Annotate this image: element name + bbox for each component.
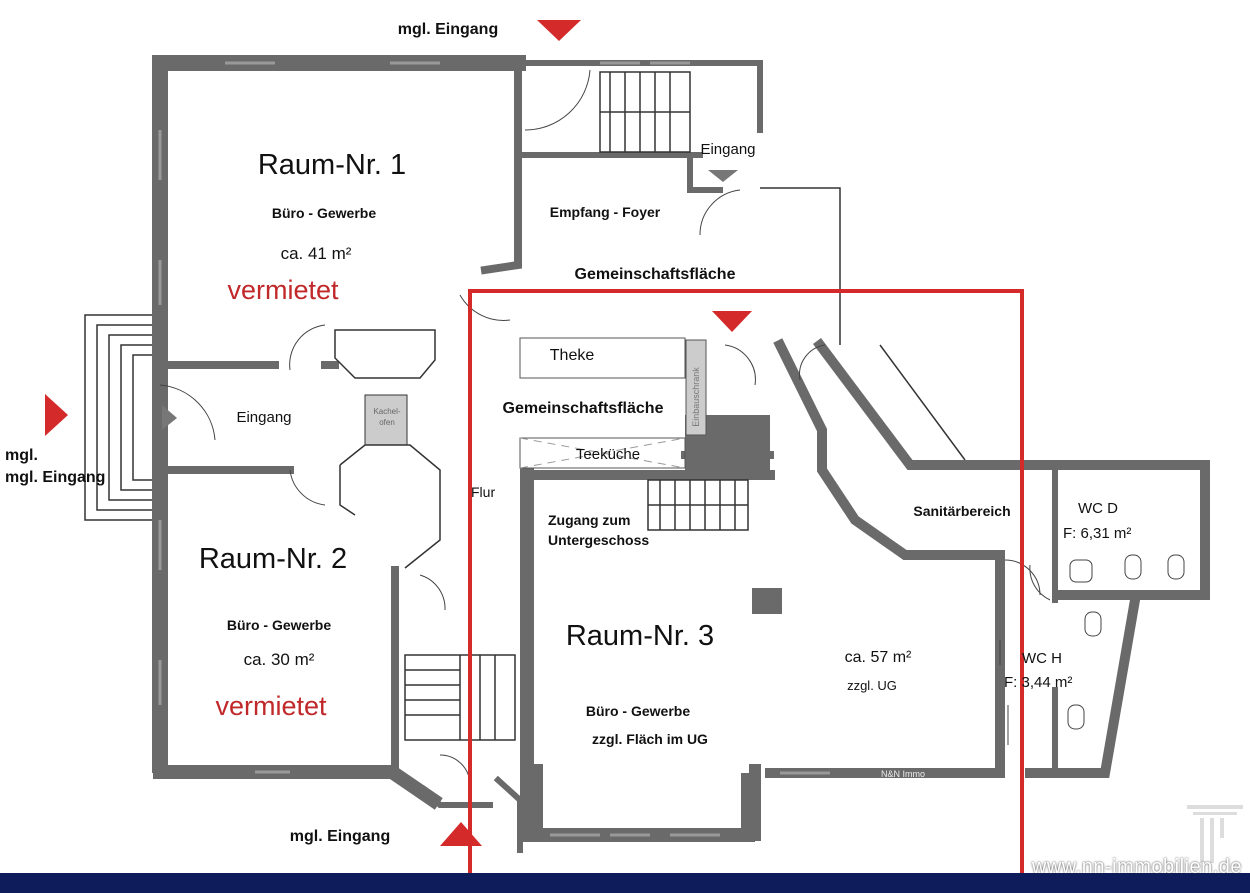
kachelofen [334, 329, 441, 569]
entrance-label-left-1: mgl. [5, 447, 38, 464]
raum3-use: Büro - Gewerbe [586, 703, 690, 719]
footer-bar [0, 873, 1250, 893]
entrance-arrow-inner [712, 311, 752, 332]
raum3-area-note: zzgl. UG [847, 678, 897, 693]
entry-marker-hall [162, 405, 177, 430]
entrance-arrow-left [45, 394, 68, 436]
hall-entry-label: Eingang [236, 409, 291, 426]
stair-entry-label: Eingang [700, 141, 755, 158]
entrance-label-bottom: mgl. Eingang [290, 828, 390, 845]
windows [158, 61, 830, 837]
entrance-label-top: mgl. Eingang [398, 21, 498, 38]
wc-h-area: F: 3,44 m² [1004, 674, 1072, 691]
zugang-label-2: Untergeschoss [548, 532, 649, 548]
wc-d-area: F: 6,31 m² [1063, 525, 1131, 542]
company-logo [1187, 805, 1243, 863]
raum1-use: Büro - Gewerbe [272, 205, 376, 221]
highlight-area-raum3 [468, 289, 1024, 893]
raum3-extra: zzgl. Fläch im UG [592, 731, 708, 747]
teekueche-label: Teeküche [576, 446, 640, 463]
website-url[interactable]: www.nn-immobilien.de [1031, 856, 1242, 878]
entrance-arrow-bottom [440, 822, 482, 846]
flur-label: Flur [471, 484, 495, 500]
entrance-markers [45, 20, 752, 846]
foyer-label: Empfang - Foyer [550, 204, 661, 220]
raum2-title: Raum-Nr. 2 [199, 543, 347, 575]
common-area-label-top: Gemeinschaftsfläche [575, 266, 736, 283]
author-label: N&N Immo [881, 769, 925, 779]
raum3-area: ca. 57 m² [845, 649, 912, 666]
stairs [404, 71, 749, 741]
zugang-label-1: Zugang zum [548, 512, 630, 528]
raum1-title: Raum-Nr. 1 [258, 149, 406, 181]
entrance-label-left: mgl. Eingang [5, 469, 105, 486]
raum2-area: ca. 30 m² [244, 650, 315, 669]
raum2-use: Büro - Gewerbe [227, 617, 331, 633]
sanitary-fixtures [999, 554, 1185, 745]
kitchen-area [519, 337, 707, 469]
entrance-arrow-top [537, 20, 581, 41]
outside-steps [84, 314, 152, 521]
common-area-label-mid: Gemeinschaftsfläche [503, 400, 664, 417]
raum2-status: vermietet [215, 691, 327, 721]
raum3-title: Raum-Nr. 3 [566, 620, 714, 652]
kachelofen-label-2: ofen [379, 418, 395, 427]
theke-label: Theke [550, 347, 595, 364]
einbauschrank-label: Einbauschrank [691, 367, 701, 427]
kachelofen-label-1: Kachel- [373, 407, 400, 416]
sanitary-label: Sanitärbereich [913, 503, 1010, 519]
raum1-status: vermietet [227, 275, 339, 305]
raum1-area: ca. 41 m² [281, 244, 352, 263]
wc-h-label: WC H [1022, 650, 1062, 667]
entry-marker-stair [708, 170, 738, 182]
wc-d-label: WC D [1078, 500, 1118, 517]
